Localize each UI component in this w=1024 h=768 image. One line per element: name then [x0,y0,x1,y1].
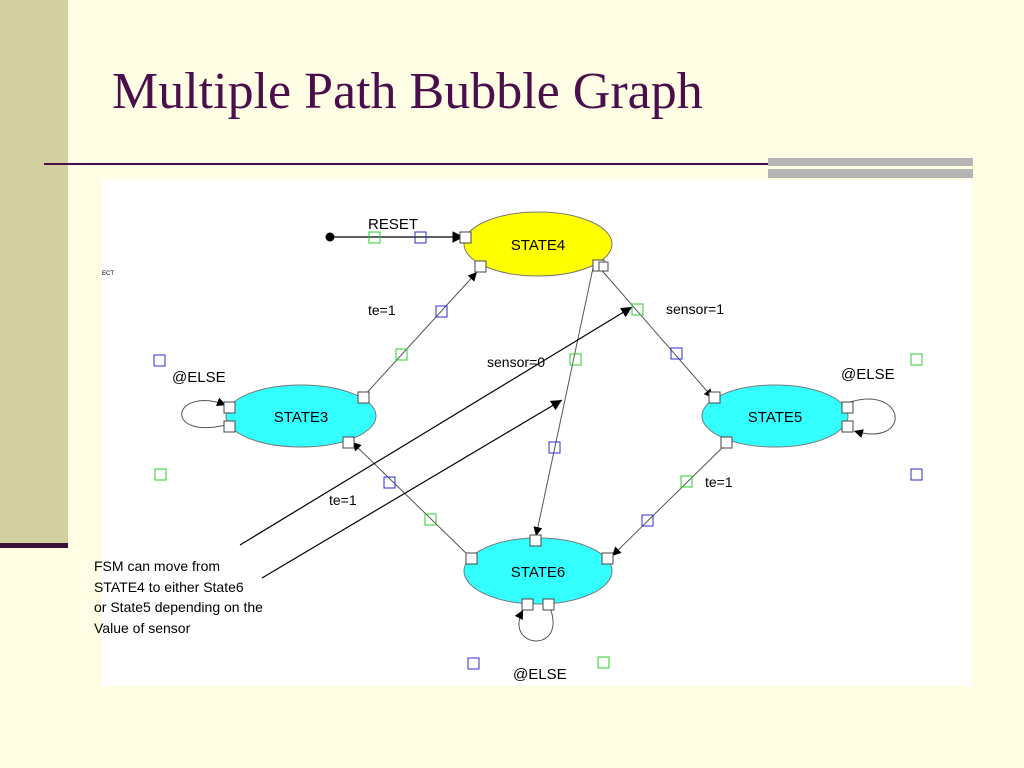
self-loop-state5 [849,398,896,438]
clipped-fragment: ECT [102,271,114,277]
handle-box [670,347,683,360]
transition-state6-state3 [351,441,469,556]
state6-label: STATE6 [511,564,565,581]
handle-box [641,514,654,527]
label-sensor0: sensor=0 [487,354,545,370]
state3-label: STATE3 [274,409,328,426]
port-box [357,391,370,404]
title-divider [44,163,774,165]
handle-box [910,353,923,366]
handle-box [548,441,561,454]
port-box [542,598,555,611]
state-diagram: RESET STATE4 STATE3 STATE5 STATE6 [153,211,923,683]
handle-box [383,476,396,489]
port-box [708,391,721,404]
label-te1-state5-state6: te=1 [705,474,733,490]
handle-box [680,475,693,488]
port-box [841,420,854,433]
diagram-canvas: RESET STATE4 STATE3 STATE5 STATE6 [102,180,972,686]
label-te1-state3-state4: te=1 [368,302,396,318]
blue-handles [153,231,923,670]
title-divider-accent-2 [768,169,973,178]
self-loop-state6 [514,602,554,642]
state-ports [223,231,854,611]
port-box [601,552,614,565]
transition-state4-state6 [533,267,594,537]
port-box [841,401,854,414]
port-box [521,598,534,611]
handle-box [153,354,166,367]
handle-box [424,513,437,526]
handle-box [154,468,167,481]
handle-box [569,353,582,366]
port-box [223,401,236,414]
handle-box [435,305,448,318]
self-loop-state3 [181,397,227,429]
annotation-line: Value of sensor [94,619,191,636]
handle-box [631,303,644,316]
annotation-line: FSM can move from [94,558,221,574]
annotation-arrow-sensor0 [261,399,563,579]
transition-state4-state5 [597,265,714,399]
annotation-line: or State5 depending on the [94,599,263,615]
handle-box [597,656,610,669]
handle-box [368,231,381,244]
port-box [465,552,478,565]
label-te1-state6-state3: te=1 [329,492,357,508]
transition-state5-state6 [611,445,725,557]
sidebar-accent-line [0,543,68,548]
port-box [459,231,472,244]
state4-label: STATE4 [511,237,565,254]
handle-box [467,657,480,670]
annotation-note: FSM can move from STATE4 to either State… [94,556,314,638]
label-else-state3: @ELSE [172,369,226,386]
annotation-arrow-sensor1 [239,306,633,546]
handle-box [414,231,427,244]
label-sensor1: sensor=1 [666,301,724,317]
port-box [223,420,236,433]
port-box [720,436,733,449]
handle-box [910,468,923,481]
state3-bubble[interactable] [225,384,377,448]
state5-label: STATE5 [748,409,802,426]
title-divider-accent [768,158,973,166]
label-else-state6: @ELSE [513,666,567,683]
annotation-line: STATE4 to either State6 [94,578,244,595]
state4-bubble[interactable] [463,211,613,277]
label-else-state5: @ELSE [841,366,895,383]
port-box [598,261,609,272]
handle-box [395,348,408,361]
port-box [529,534,542,547]
port-box [474,260,487,273]
state5-bubble[interactable] [701,384,849,448]
reset-label: RESET [368,216,418,233]
port-box [342,436,355,449]
green-handles [154,231,923,669]
sidebar-decoration [0,0,68,545]
slide-title: Multiple Path Bubble Graph [112,63,703,120]
transition-state3-state4 [362,271,478,398]
